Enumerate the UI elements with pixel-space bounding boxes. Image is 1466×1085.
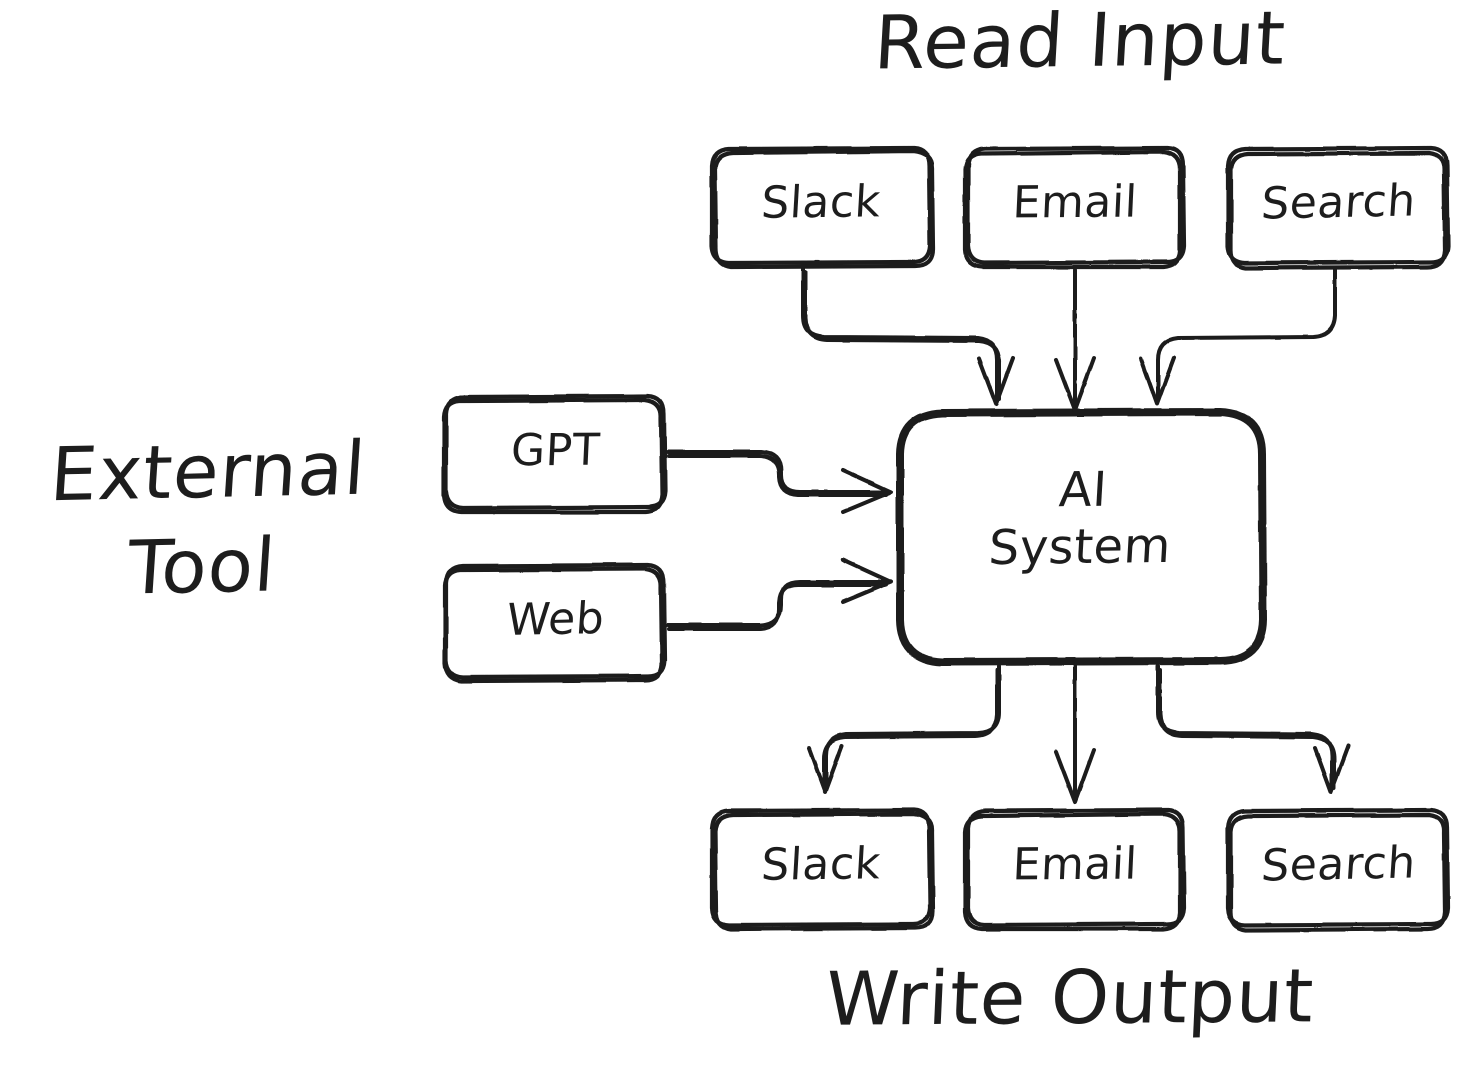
arrow-output-search — [1156, 664, 1350, 794]
tool-box-web-shape[interactable] — [442, 562, 668, 684]
tool-label-web: Web — [505, 592, 607, 647]
input-box-email-shape[interactable] — [962, 145, 1187, 270]
arrow-tool-web — [666, 558, 893, 631]
input-box-slack-shape[interactable] — [709, 145, 936, 270]
center-node-ai-system-shape[interactable] — [896, 408, 1267, 666]
output-label-search: Search — [1259, 837, 1418, 892]
output-label-slack: Slack — [759, 838, 883, 891]
arrow-input-email — [1054, 268, 1096, 412]
group-label-write-output: Write Output — [824, 953, 1317, 1043]
tool-box-gpt-shape[interactable] — [441, 393, 668, 515]
output-label-email: Email — [1011, 838, 1139, 891]
group-label-external-tool: External Tool — [47, 425, 369, 612]
input-label-search: Search — [1259, 175, 1418, 230]
input-box-search-shape[interactable] — [1225, 145, 1451, 271]
input-label-slack: Slack — [759, 176, 883, 229]
group-label-read-input: Read Input — [871, 0, 1289, 87]
output-box-slack-shape[interactable] — [709, 807, 936, 932]
arrow-output-slack — [807, 664, 1001, 794]
tool-label-gpt: GPT — [509, 424, 602, 477]
arrow-tool-gpt — [666, 450, 893, 514]
arrow-output-email — [1054, 664, 1096, 804]
center-node-label: AI System — [987, 461, 1173, 576]
arrow-input-search — [1139, 266, 1337, 406]
arrow-input-slack — [801, 266, 1015, 406]
output-box-email-shape[interactable] — [962, 807, 1187, 932]
output-box-search-shape[interactable] — [1225, 807, 1451, 933]
input-label-email: Email — [1011, 176, 1139, 229]
